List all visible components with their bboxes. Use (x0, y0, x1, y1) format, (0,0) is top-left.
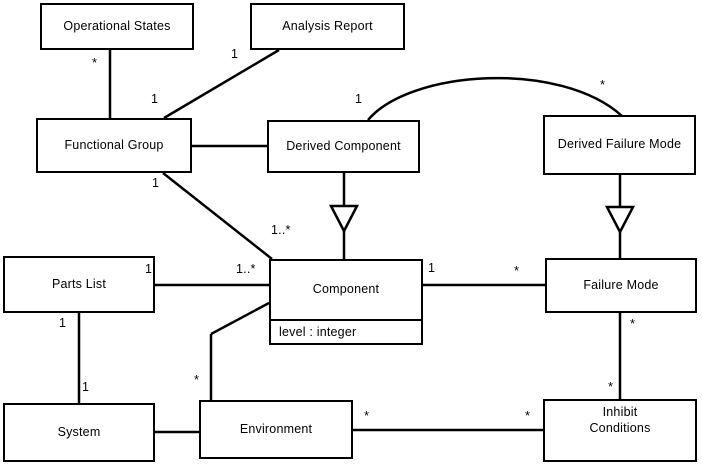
class-name-system: System (57, 424, 101, 439)
class-box-operational-states[interactable]: Operational States (40, 3, 194, 50)
class-box-analysis-report[interactable]: Analysis Report (250, 3, 405, 50)
class-box-failure-mode[interactable]: Failure Mode (545, 258, 697, 313)
multiplicity-derived-failure-mode-curve: * (600, 77, 606, 92)
class-name-environment: Environment (239, 421, 313, 436)
class-name-functional-group: Functional Group (64, 137, 164, 152)
class-box-parts-list[interactable]: Parts List (3, 256, 155, 313)
multiplicity-failure-mode-bottom: * (630, 316, 636, 331)
multiplicity-operational-states-end: * (92, 55, 98, 70)
class-box-derived-failure-mode[interactable]: Derived Failure Mode (543, 115, 696, 175)
multiplicity-analysis-report-end: 1 (231, 47, 239, 61)
multiplicity-parts-list-bottom: 1 (59, 316, 67, 330)
class-name-analysis-report: Analysis Report (282, 18, 373, 33)
generalization-arrow-component (328, 204, 360, 234)
multiplicity-failure-mode-left: * (514, 263, 520, 278)
class-name-parts-list: Parts List (51, 276, 107, 291)
multiplicity-functional-group-top: 1 (151, 92, 159, 106)
class-box-inhibit-conditions[interactable]: Inhibit Conditions (543, 399, 697, 462)
edge-derived-component-derived-failure-mode (367, 76, 623, 121)
edge-analysis-report-functional-group (163, 48, 280, 120)
class-box-functional-group[interactable]: Functional Group (36, 118, 192, 173)
class-box-component[interactable]: Component level : integer (269, 259, 423, 345)
class-box-derived-component[interactable]: Derived Component (267, 120, 420, 173)
class-box-system[interactable]: System (3, 403, 155, 462)
generalization-arrow-failure-mode (604, 205, 636, 235)
multiplicity-functional-group-bottom: 1 (152, 176, 160, 190)
class-box-environment[interactable]: Environment (199, 400, 353, 459)
multiplicity-inhibit-conditions-left: * (525, 408, 531, 423)
multiplicity-derived-component-curve: 1 (355, 92, 363, 106)
class-name-inhibit-conditions: Inhibit Conditions (589, 405, 651, 435)
edge-component-environment-diagonal (210, 301, 270, 336)
multiplicity-environment-to-component: * (194, 372, 200, 387)
multiplicity-parts-list-right: 1 (145, 262, 153, 276)
class-name-component: Component (312, 282, 380, 297)
multiplicity-environment-right: * (364, 408, 370, 423)
class-name-derived-component: Derived Component (286, 138, 401, 153)
multiplicity-inhibit-conditions-top: * (608, 379, 614, 394)
class-name-operational-states: Operational States (63, 18, 171, 33)
edge-functional-group-component (162, 172, 273, 260)
multiplicity-component-right: 1 (428, 261, 436, 275)
class-name-derived-failure-mode: Derived Failure Mode (557, 137, 682, 152)
multiplicity-component-upper-left: 1..* (271, 223, 291, 237)
class-attribute-component-level: level : integer (271, 319, 421, 343)
multiplicity-component-left: 1..* (236, 262, 256, 276)
multiplicity-system-top: 1 (82, 380, 90, 394)
class-name-failure-mode: Failure Mode (583, 277, 659, 292)
